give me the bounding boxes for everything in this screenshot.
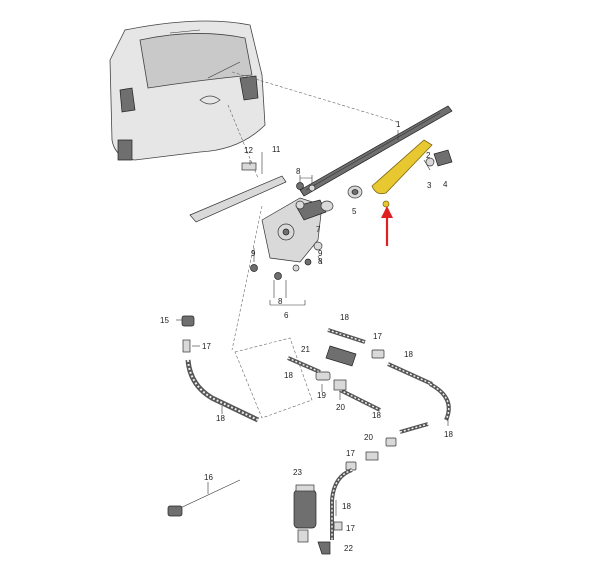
hose-straight-top [327,328,366,344]
label-18d: 18 [444,430,453,439]
label-9b: 9 [318,249,323,258]
label-17c: 17 [346,449,355,458]
elbow-connector [317,541,331,555]
washer-connector-left [181,315,195,327]
hose-straight-right [387,362,433,386]
car-leader-line [231,71,399,123]
label-21: 21 [301,345,310,354]
hose-piece-left [182,339,191,353]
label-7: 7 [316,225,321,234]
t-connector-lower [365,451,379,461]
part-labels: 1 2 3 4 5 6 7 8 8 8 9 9 11 12 15 16 17 1… [160,120,453,553]
label-16: 16 [204,473,213,482]
t-connector-center [333,379,347,391]
cable-tie [167,479,241,517]
hose-short-right [399,422,429,434]
hose-sleeve [325,345,357,367]
grommet-part [347,185,363,199]
label-22: 22 [344,544,353,553]
label-17b: 17 [373,332,382,341]
hose-left [185,359,260,423]
label-2: 2 [426,151,431,160]
hose-center-lower [287,356,381,412]
trim-strip [189,175,287,223]
label-5: 5 [352,207,357,216]
label-18g: 18 [342,502,351,511]
label-20a: 20 [336,403,345,412]
label-20b: 20 [364,433,373,442]
label-1: 1 [396,120,401,129]
center-dashed-box [234,337,313,419]
check-valve [315,371,331,381]
washer-pump [293,484,317,543]
label-23: 23 [293,468,302,477]
label-11: 11 [272,145,281,154]
wiper-arm-highlighted [371,139,433,208]
label-18b: 18 [340,313,349,322]
hose-connector-17-center [371,349,385,359]
clip-part [241,162,257,171]
hose-right [429,382,451,421]
cap-part [433,149,453,167]
label-17d: 17 [346,524,355,533]
hose-to-pump [330,468,353,540]
label-8c: 8 [278,297,283,306]
hose-connector-17-pump [333,521,343,531]
wiper-motor-assembly [261,197,334,263]
label-12: 12 [244,146,253,155]
label-18c: 18 [404,350,413,359]
label-18f: 18 [372,411,381,420]
nut-part [425,157,435,167]
label-6: 6 [284,311,289,320]
wiper-blade [299,105,453,197]
fastener-set [250,182,323,280]
label-17a: 17 [202,342,211,351]
label-3: 3 [427,181,432,190]
red-pointer-arrow [381,206,393,246]
label-9a: 9 [251,249,256,258]
label-4: 4 [443,180,448,189]
label-19: 19 [317,391,326,400]
car-rear-illustration [109,20,266,161]
label-18e: 18 [284,371,293,380]
label-15: 15 [160,316,169,325]
label-18a: 18 [216,414,225,423]
label-8a: 8 [296,167,301,176]
label-8b: 8 [318,257,323,266]
